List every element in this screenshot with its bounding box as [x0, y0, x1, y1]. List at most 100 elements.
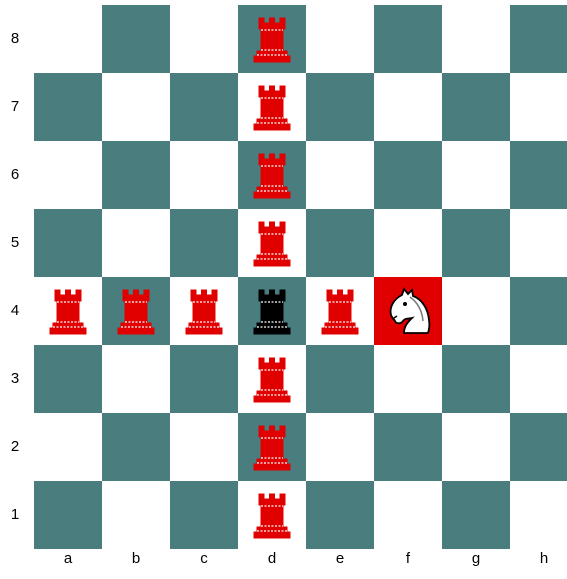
square-b5[interactable]	[102, 209, 170, 277]
square-b6[interactable]	[102, 141, 170, 209]
rank-label-7: 7	[0, 73, 30, 141]
file-label-g: g	[442, 550, 510, 567]
square-e1[interactable]	[306, 481, 374, 549]
square-b1[interactable]	[102, 481, 170, 549]
square-f1[interactable]	[374, 481, 442, 549]
rank-label-6: 6	[0, 141, 30, 209]
chessboard[interactable]	[34, 5, 567, 549]
rook-icon	[102, 277, 170, 345]
square-c1[interactable]	[170, 481, 238, 549]
square-f3[interactable]	[374, 345, 442, 413]
square-g2[interactable]	[442, 413, 510, 481]
square-a8[interactable]	[34, 5, 102, 73]
rank-label-8: 8	[0, 5, 30, 73]
square-h2[interactable]	[510, 413, 567, 481]
square-f2[interactable]	[374, 413, 442, 481]
square-e8[interactable]	[306, 5, 374, 73]
square-c6[interactable]	[170, 141, 238, 209]
square-a6[interactable]	[34, 141, 102, 209]
red-rook-d3[interactable]	[238, 345, 306, 413]
square-b2[interactable]	[102, 413, 170, 481]
square-e5[interactable]	[306, 209, 374, 277]
square-e3[interactable]	[306, 345, 374, 413]
square-g6[interactable]	[442, 141, 510, 209]
square-f8[interactable]	[374, 5, 442, 73]
square-d2[interactable]	[238, 413, 306, 481]
square-g7[interactable]	[442, 73, 510, 141]
square-e4[interactable]	[306, 277, 374, 345]
square-d4[interactable]	[238, 277, 306, 345]
red-rook-d1[interactable]	[238, 481, 306, 549]
square-g5[interactable]	[442, 209, 510, 277]
square-f6[interactable]	[374, 141, 442, 209]
square-h7[interactable]	[510, 73, 567, 141]
square-h6[interactable]	[510, 141, 567, 209]
rank-label-2: 2	[0, 413, 30, 481]
square-h8[interactable]	[510, 5, 567, 73]
square-c7[interactable]	[170, 73, 238, 141]
rook-icon	[238, 345, 306, 413]
square-c3[interactable]	[170, 345, 238, 413]
square-a1[interactable]	[34, 481, 102, 549]
square-c8[interactable]	[170, 5, 238, 73]
red-rook-d6[interactable]	[238, 141, 306, 209]
square-g4[interactable]	[442, 277, 510, 345]
rook-icon	[238, 73, 306, 141]
square-a5[interactable]	[34, 209, 102, 277]
square-f5[interactable]	[374, 209, 442, 277]
rank-label-1: 1	[0, 481, 30, 549]
square-h3[interactable]	[510, 345, 567, 413]
square-a3[interactable]	[34, 345, 102, 413]
square-b7[interactable]	[102, 73, 170, 141]
square-h5[interactable]	[510, 209, 567, 277]
red-rook-d7[interactable]	[238, 73, 306, 141]
square-h1[interactable]	[510, 481, 567, 549]
red-rook-b4[interactable]	[102, 277, 170, 345]
red-rook-d2[interactable]	[238, 413, 306, 481]
square-e7[interactable]	[306, 73, 374, 141]
file-label-d: d	[238, 550, 306, 567]
square-f4[interactable]	[374, 277, 442, 345]
square-a4[interactable]	[34, 277, 102, 345]
rank-label-5: 5	[0, 209, 30, 277]
square-g1[interactable]	[442, 481, 510, 549]
rook-icon	[34, 277, 102, 345]
rank-label-4: 4	[0, 277, 30, 345]
rook-icon	[170, 277, 238, 345]
rook-icon	[238, 277, 306, 345]
square-e2[interactable]	[306, 413, 374, 481]
square-g8[interactable]	[442, 5, 510, 73]
file-label-f: f	[374, 550, 442, 567]
knight-icon	[374, 277, 442, 345]
red-rook-d8[interactable]	[238, 5, 306, 73]
square-b8[interactable]	[102, 5, 170, 73]
file-label-b: b	[102, 550, 170, 567]
red-rook-e4[interactable]	[306, 277, 374, 345]
square-d6[interactable]	[238, 141, 306, 209]
file-label-e: e	[306, 550, 374, 567]
rank-label-3: 3	[0, 345, 30, 413]
square-h4[interactable]	[510, 277, 567, 345]
square-d1[interactable]	[238, 481, 306, 549]
square-c2[interactable]	[170, 413, 238, 481]
red-rook-d5[interactable]	[238, 209, 306, 277]
square-b4[interactable]	[102, 277, 170, 345]
square-f7[interactable]	[374, 73, 442, 141]
square-d5[interactable]	[238, 209, 306, 277]
square-d7[interactable]	[238, 73, 306, 141]
square-a2[interactable]	[34, 413, 102, 481]
square-e6[interactable]	[306, 141, 374, 209]
red-rook-a4[interactable]	[34, 277, 102, 345]
black-rook-d4[interactable]	[238, 277, 306, 345]
square-d3[interactable]	[238, 345, 306, 413]
file-label-c: c	[170, 550, 238, 567]
square-g3[interactable]	[442, 345, 510, 413]
red-rook-c4[interactable]	[170, 277, 238, 345]
square-c5[interactable]	[170, 209, 238, 277]
white-knight-f4[interactable]	[374, 277, 442, 345]
square-b3[interactable]	[102, 345, 170, 413]
square-d8[interactable]	[238, 5, 306, 73]
square-a7[interactable]	[34, 73, 102, 141]
square-c4[interactable]	[170, 277, 238, 345]
